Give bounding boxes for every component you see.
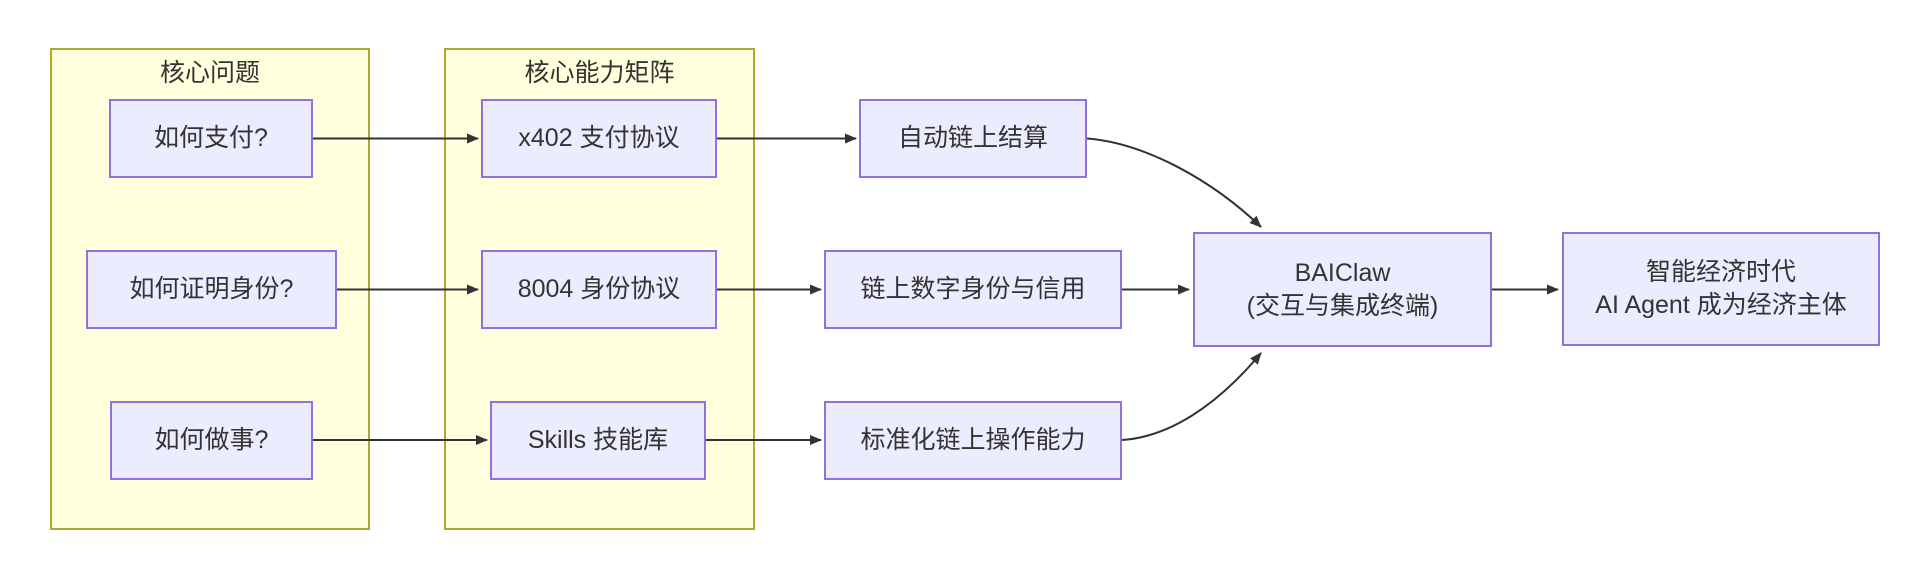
node-how-to-do-things: 如何做事? xyxy=(110,401,313,480)
node-auto-settlement-label: 自动链上结算 xyxy=(897,124,1048,152)
node-x402-protocol-label: x402 支付协议 xyxy=(518,124,680,152)
cluster-core-capabilities-title: 核心能力矩阵 xyxy=(524,59,675,87)
node-auto-settlement: 自动链上结算 xyxy=(859,99,1087,178)
node-8004-protocol: 8004 身份协议 xyxy=(481,250,717,329)
node-agent-economy-line1: 智能经济时代 xyxy=(1645,258,1796,286)
cluster-core-problems-title: 核心问题 xyxy=(159,59,260,87)
node-skills-library-label: Skills 技能库 xyxy=(527,426,669,454)
node-baiclaw-line2: (交互与集成终端) xyxy=(1246,291,1439,320)
node-baiclaw-line1: BAIClaw xyxy=(1294,258,1391,287)
node-agent-economy: 智能经济时代 AI Agent 成为经济主体 xyxy=(1562,232,1880,346)
node-8004-protocol-label: 8004 身份协议 xyxy=(517,275,681,303)
node-how-to-pay: 如何支付? xyxy=(109,99,313,178)
node-agent-economy-line2: AI Agent 成为经济主体 xyxy=(1595,291,1847,319)
node-baiclaw: BAIClaw (交互与集成终端) xyxy=(1193,232,1492,347)
node-how-to-do-things-label: 如何做事? xyxy=(154,426,269,454)
edge-standardized-ops-to-baiclaw xyxy=(1121,352,1262,441)
node-onchain-identity-credit-label: 链上数字身份与信用 xyxy=(860,275,1086,303)
node-skills-library: Skills 技能库 xyxy=(490,401,706,480)
edge-settlement-to-baiclaw xyxy=(1086,137,1262,228)
node-standardized-ops-label: 标准化链上操作能力 xyxy=(860,426,1086,454)
node-onchain-identity-credit: 链上数字身份与信用 xyxy=(824,250,1122,329)
node-how-to-prove-identity: 如何证明身份? xyxy=(86,250,337,329)
node-how-to-prove-identity-label: 如何证明身份? xyxy=(129,275,294,303)
node-how-to-pay-label: 如何支付? xyxy=(154,124,268,152)
node-x402-protocol: x402 支付协议 xyxy=(481,99,717,178)
node-standardized-ops: 标准化链上操作能力 xyxy=(824,401,1122,480)
